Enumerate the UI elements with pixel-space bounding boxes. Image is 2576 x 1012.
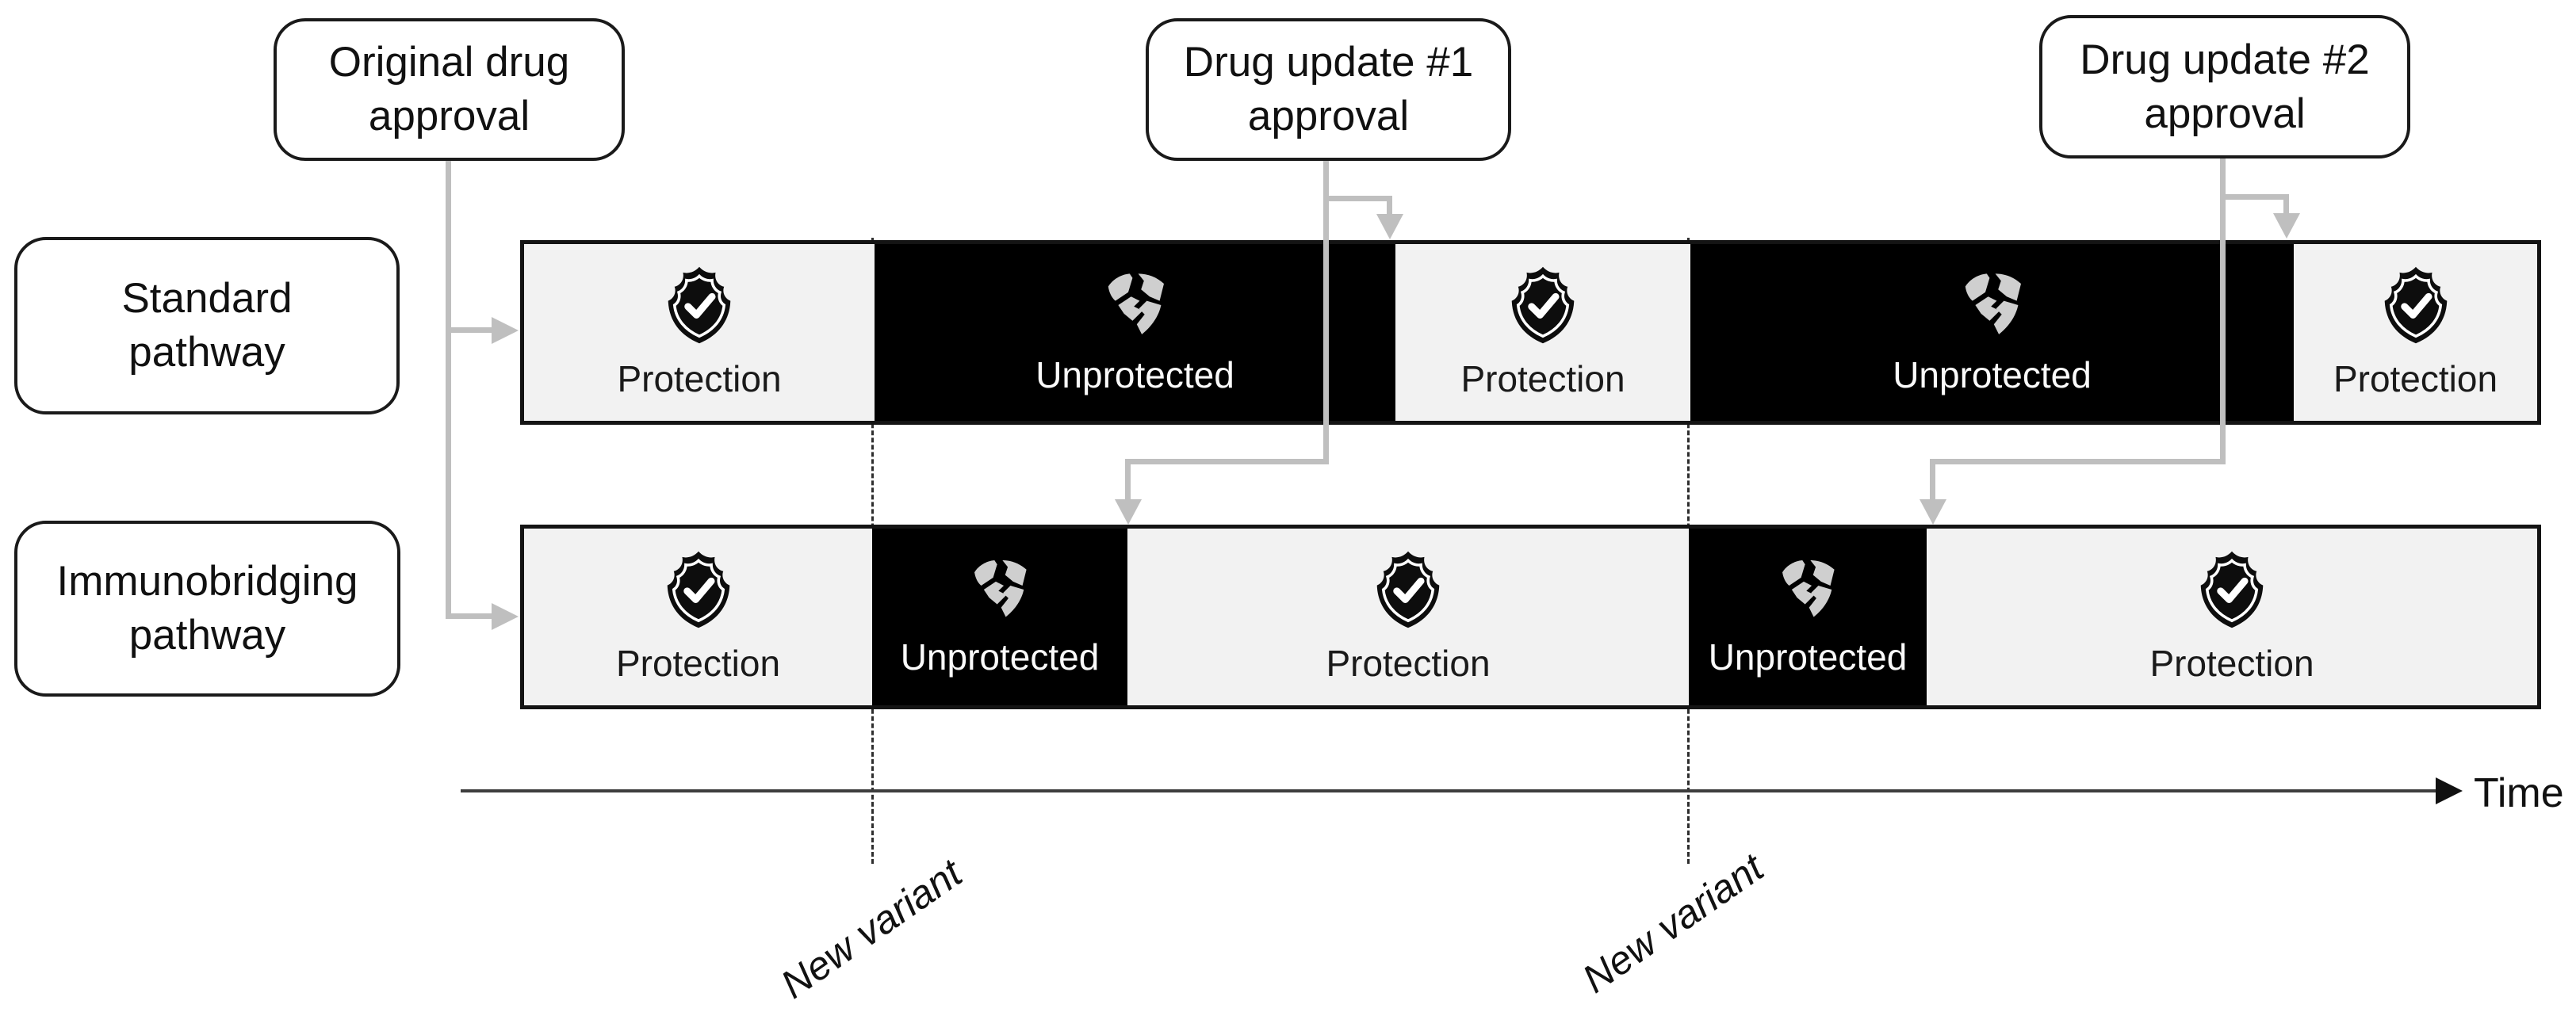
callout-original-approval: Original drug approval [274, 18, 625, 161]
segment-immuno-unprotected-2: Unprotected [1689, 529, 1927, 705]
arrowhead-update2-standard [2273, 213, 2300, 239]
connector-update2-top-stub [2283, 194, 2289, 215]
callout-update2-approval: Drug update #2 approval [2039, 15, 2410, 158]
arrowhead-update1-standard [1376, 214, 1403, 239]
callout-original-approval-label: Original drug approval [328, 39, 570, 139]
connector-update1-vertical [1323, 161, 1329, 461]
connector-update2-vertical [2220, 158, 2226, 461]
segment-label: Protection [1460, 357, 1625, 399]
segment-immuno-protection-2: Protection [1127, 529, 1689, 705]
segment-label: Unprotected [1893, 353, 2092, 395]
segment-label: Protection [615, 642, 781, 684]
arrowhead-update1-immuno [1115, 499, 1142, 525]
arrowhead-update2-immuno [1920, 499, 1946, 525]
connector-update2-bottom-stub [1930, 459, 1935, 501]
connector-original-to-immuno [446, 613, 493, 619]
timeline-bar-immunobridging: Protection Unprotected Protection Unprot… [520, 525, 2541, 709]
timeline-bar-standard: Protection Unprotected Protection Unprot… [520, 240, 2541, 425]
segment-label: Unprotected [1035, 353, 1234, 395]
segment-immuno-protection-1: Protection [524, 529, 872, 705]
new-variant-label-1: New variant [772, 850, 970, 1007]
callout-update1-approval-label: Drug update #1 approval [1183, 39, 1474, 139]
shield-check-icon [2195, 550, 2268, 629]
pathway-label-standard: Standard pathway [14, 237, 400, 414]
connector-update2-bottom-horizontal [1930, 459, 2226, 464]
segment-label: Unprotected [1708, 636, 1908, 678]
segment-standard-unprotected-1: Unprotected [875, 244, 1395, 421]
segment-standard-unprotected-2: Unprotected [1690, 244, 2294, 421]
shield-broken-icon [1956, 269, 2029, 341]
segment-immuno-protection-3: Protection [1927, 529, 2537, 705]
shield-broken-icon [1774, 556, 1842, 623]
segment-standard-protection-1: Protection [524, 244, 875, 421]
connector-original-vertical [446, 161, 451, 619]
connector-update1-top-stub [1387, 196, 1392, 216]
shield-check-icon [2379, 265, 2452, 345]
segment-standard-protection-2: Protection [1395, 244, 1690, 421]
time-axis-arrowhead-icon [2436, 777, 2463, 804]
arrowhead-original-immuno [492, 603, 519, 630]
connector-update1-bottom-stub [1125, 459, 1131, 501]
shield-check-icon [1372, 550, 1445, 629]
segment-label: Protection [1326, 642, 1491, 684]
pathway-label-immunobridging-text: Immunobridging pathway [56, 558, 358, 659]
segment-label: Protection [2333, 357, 2498, 399]
connector-update2-top-horizontal [2220, 194, 2289, 200]
segment-label: Unprotected [900, 636, 1100, 678]
segment-label: Protection [617, 357, 782, 399]
time-axis-line [461, 789, 2438, 792]
connector-update1-top-horizontal [1323, 196, 1392, 201]
arrowhead-original-standard [492, 317, 519, 344]
time-axis-label: Time [2474, 770, 2564, 816]
segment-immuno-unprotected-1: Unprotected [872, 529, 1127, 705]
shield-check-icon [663, 265, 736, 345]
pathway-label-immunobridging: Immunobridging pathway [14, 521, 400, 697]
segment-label: Protection [2149, 642, 2314, 684]
connector-original-to-standard [446, 327, 493, 333]
shield-check-icon [1506, 265, 1579, 345]
shield-check-icon [662, 550, 735, 629]
callout-update2-approval-label: Drug update #2 approval [2080, 36, 2370, 137]
new-variant-label-2: New variant [1574, 845, 1772, 1002]
segment-standard-protection-3: Protection [2294, 244, 2537, 421]
connector-update1-bottom-horizontal [1125, 459, 1329, 464]
shield-broken-icon [966, 556, 1034, 623]
pathway-label-standard-text: Standard pathway [121, 275, 293, 376]
callout-update1-approval: Drug update #1 approval [1146, 18, 1511, 161]
shield-broken-icon [1099, 269, 1172, 341]
